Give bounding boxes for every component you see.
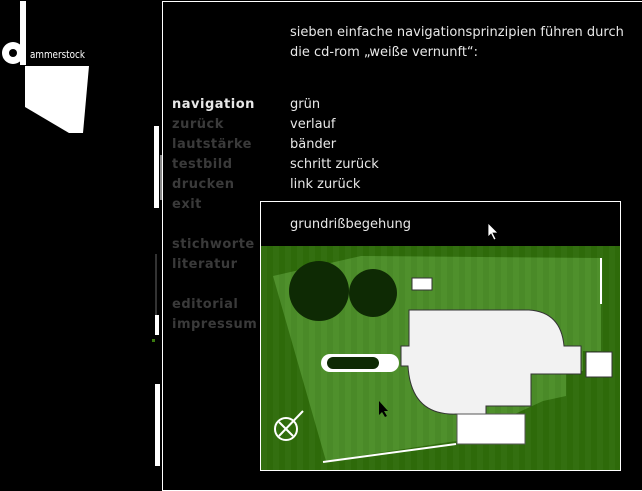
side-bar-bottom [155, 384, 160, 466]
side-dot [152, 339, 155, 342]
tree [349, 269, 397, 317]
menu-stichworte[interactable]: stichworte [172, 237, 255, 252]
logo: ammerstock [0, 0, 100, 140]
logo-stem [20, 1, 26, 65]
side-bar-dark [155, 254, 157, 334]
menu-testbild[interactable]: testbild [172, 157, 233, 172]
menu-navigation[interactable]: navigation [172, 97, 255, 112]
floorplan-image[interactable] [261, 246, 620, 470]
floorplan-preview[interactable]: grundrißbegehung [260, 201, 621, 471]
side-bar-thin [160, 155, 162, 200]
intro-line-1: sieben einfache navigationsprinzipien fü… [290, 25, 624, 40]
intro-line-2: die cd-rom „weiße vernunft“: [290, 45, 479, 60]
menu-impressum[interactable]: impressum [172, 317, 258, 332]
entry-stairs [585, 351, 613, 378]
garden-wall [322, 443, 457, 463]
menu-editorial[interactable]: editorial [172, 297, 239, 312]
principle-5: link zurück [290, 177, 361, 192]
cursor-icon [379, 401, 388, 417]
principle-1: grün [290, 97, 321, 112]
side-bar [154, 126, 159, 208]
principle-3: bänder [290, 137, 337, 152]
compass-icon [274, 417, 298, 441]
menu-lautstaerke[interactable]: lautstärke [172, 137, 252, 152]
menu-exit[interactable]: exit [172, 197, 202, 212]
tree [289, 261, 349, 321]
logo-d-hole [9, 49, 17, 57]
preview-title: grundrißbegehung [290, 217, 411, 232]
menu-drucken[interactable]: drucken [172, 177, 235, 192]
menu-literatur[interactable]: literatur [172, 257, 238, 272]
principle-4: schritt zurück [290, 157, 379, 172]
terrace [456, 413, 526, 445]
logo-text: ammerstock [30, 48, 85, 61]
cursor-icon [487, 222, 499, 241]
stairs [411, 277, 433, 291]
pool-water [327, 357, 379, 369]
logo-shape [25, 66, 89, 133]
side-bar-small [155, 315, 159, 335]
menu-zurueck[interactable]: zurück [172, 117, 224, 132]
principle-2: verlauf [290, 117, 336, 132]
